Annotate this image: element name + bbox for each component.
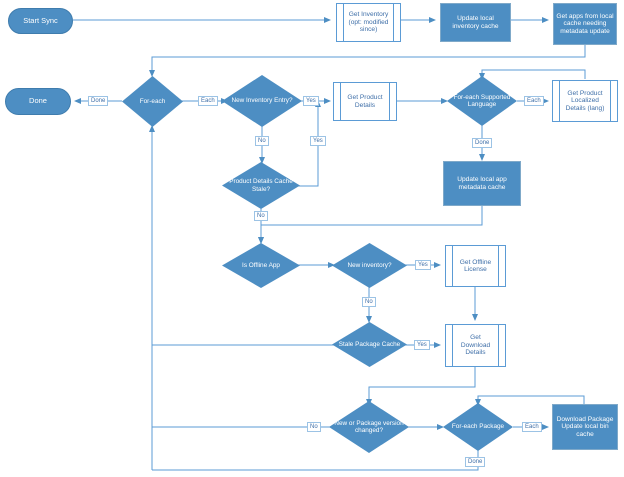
edge-label-text: Each bbox=[201, 98, 215, 104]
edge-label-yes-stale-package: Yes bbox=[414, 340, 430, 350]
node-start-sync-label: Start Sync bbox=[23, 15, 58, 25]
edge-label-done-package: Done bbox=[465, 457, 486, 467]
node-update-local-app-metadata-cache[interactable]: Update local app metadata cache bbox=[443, 161, 521, 206]
node-for-each[interactable]: For-each bbox=[122, 76, 183, 127]
node-get-download-details-label: Get Download Details bbox=[460, 334, 491, 357]
node-new-or-package-version-changed-label: New or Package version changed? bbox=[334, 419, 404, 434]
node-get-product-localized-details-label: Get Product Localized Details (lang) bbox=[565, 89, 605, 112]
edge-label-text: Done bbox=[91, 98, 106, 104]
node-update-local-inventory-cache[interactable]: Update local inventory cache bbox=[440, 3, 511, 42]
node-get-product-details[interactable]: Get Product Details bbox=[333, 82, 397, 121]
node-download-package-update-local-bin-cache[interactable]: Download Package Update local bin cache bbox=[552, 404, 618, 450]
edge-label-done-language: Done bbox=[472, 138, 493, 148]
node-product-details-cache-stale-label: Product Details Cache Stale? bbox=[229, 178, 293, 193]
node-for-each-supported-language-label: For-each Supported Language bbox=[453, 93, 511, 108]
edge-label-each-foreach: Each bbox=[198, 96, 218, 106]
node-done-label: Done bbox=[29, 96, 47, 106]
node-for-each-package-label: For-each Package bbox=[451, 423, 505, 431]
node-product-details-cache-stale[interactable]: Product Details Cache Stale? bbox=[222, 162, 300, 209]
edge-label-text: Yes bbox=[418, 262, 428, 268]
node-new-inventory[interactable]: New inventory? bbox=[332, 243, 407, 288]
edge-label-done-foreach: Done bbox=[88, 96, 109, 106]
edge-label-text: Done bbox=[475, 140, 490, 146]
edge-label-text: Yes bbox=[417, 342, 427, 348]
edge-label-no-new-inventory-entry: No bbox=[255, 136, 269, 146]
node-get-download-details[interactable]: Get Download Details bbox=[445, 324, 506, 367]
edge-label-yes-new-inventory-entry: Yes bbox=[303, 96, 319, 106]
node-get-offline-license-label: Get Offline License bbox=[459, 258, 492, 273]
edge-label-text: Yes bbox=[306, 98, 316, 104]
edge-label-text: Done bbox=[468, 459, 483, 465]
node-new-inventory-entry[interactable]: New Inventory Entry? bbox=[222, 75, 302, 127]
edge-label-text: No bbox=[365, 299, 373, 305]
node-done[interactable]: Done bbox=[5, 88, 71, 115]
edge-label-each-package: Each bbox=[522, 422, 542, 432]
edge-label-text: Each bbox=[525, 424, 539, 430]
edge-label-no-cache-stale: No bbox=[254, 211, 268, 221]
node-for-each-label: For-each bbox=[139, 97, 166, 105]
edge-label-no-new-inventory: No bbox=[362, 297, 376, 307]
node-download-package-update-local-bin-cache-label: Download Package Update local bin cache bbox=[556, 415, 614, 438]
edge-label-text: Each bbox=[527, 98, 541, 104]
edge-label-yes-new-inventory: Yes bbox=[415, 260, 431, 270]
node-get-offline-license[interactable]: Get Offline License bbox=[445, 245, 506, 287]
edge-label-no-package-changed: No bbox=[307, 422, 321, 432]
node-stale-package-cache[interactable]: Stale Package Cache bbox=[332, 322, 407, 367]
node-update-local-inventory-cache-label: Update local inventory cache bbox=[452, 15, 499, 30]
node-update-local-app-metadata-cache-label: Update local app metadata cache bbox=[457, 176, 507, 191]
edge-label-text: No bbox=[257, 213, 265, 219]
node-get-apps-needing-metadata-label: Get apps from local cache needing metada… bbox=[556, 12, 614, 35]
node-get-inventory-label: Get Inventory (opt: modified since) bbox=[348, 11, 389, 34]
edge-label-text: Yes bbox=[313, 138, 323, 144]
node-get-inventory[interactable]: Get Inventory (opt: modified since) bbox=[336, 3, 401, 42]
node-start-sync[interactable]: Start Sync bbox=[8, 8, 73, 34]
edge-label-yes-cache-stale: Yes bbox=[310, 136, 326, 146]
node-new-inventory-entry-label: New Inventory Entry? bbox=[231, 97, 293, 105]
edge-label-each-language: Each bbox=[524, 96, 544, 106]
node-get-product-details-label: Get Product Details bbox=[347, 94, 383, 109]
edge-label-text: No bbox=[310, 424, 318, 430]
node-for-each-package[interactable]: For-each Package bbox=[443, 403, 513, 451]
node-is-offline-app-label: Is Offline App bbox=[242, 261, 280, 269]
node-for-each-supported-language[interactable]: For-each Supported Language bbox=[447, 76, 517, 126]
node-new-inventory-label: New inventory? bbox=[347, 261, 392, 269]
edge-label-text: No bbox=[258, 138, 266, 144]
node-is-offline-app[interactable]: Is Offline App bbox=[222, 243, 300, 288]
node-get-product-localized-details[interactable]: Get Product Localized Details (lang) bbox=[552, 80, 618, 122]
node-get-apps-needing-metadata[interactable]: Get apps from local cache needing metada… bbox=[553, 3, 617, 45]
node-new-or-package-version-changed[interactable]: New or Package version changed? bbox=[329, 401, 409, 453]
node-stale-package-cache-label: Stale Package Cache bbox=[338, 340, 401, 348]
